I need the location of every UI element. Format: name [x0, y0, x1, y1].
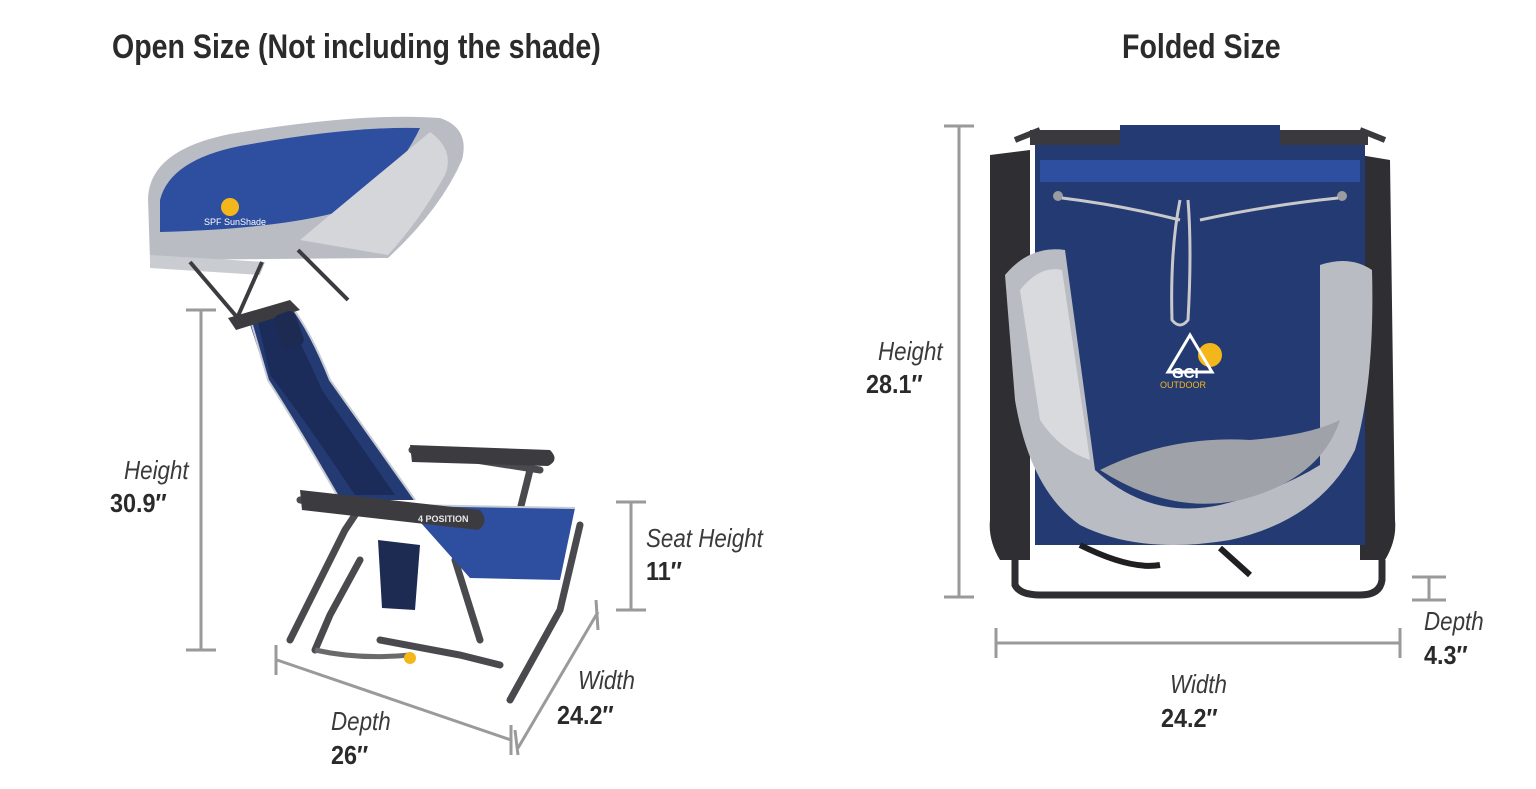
storage-pouch	[378, 540, 420, 610]
brand-top-text: GCI	[1172, 365, 1199, 382]
open-dimension-lines	[186, 308, 646, 756]
open-width-label: Width	[578, 665, 635, 695]
open-width-value: 24.2″	[557, 700, 614, 730]
folded-depth-value: 4.3″	[1424, 640, 1468, 670]
open-height-label: Height	[124, 455, 189, 485]
seat-height-label: Seat Height	[646, 523, 763, 553]
gci-outdoor-logo: GCI OUTDOOR	[1160, 332, 1222, 390]
sun-shade-canopy: SPF SunShade	[148, 116, 464, 318]
strap-buckle-icon	[404, 652, 416, 664]
folded-width-label: Width	[1170, 669, 1227, 699]
open-height-value: 30.9″	[110, 488, 167, 518]
shade-logo-text: SPF SunShade	[204, 217, 266, 227]
folded-width-value: 24.2″	[1161, 703, 1218, 733]
folded-depth-label: Depth	[1424, 606, 1484, 636]
folded-height-label: Height	[878, 336, 943, 366]
left-armrest	[300, 490, 485, 530]
open-size-title: Open Size (Not including the shade)	[112, 28, 601, 66]
chair-backrest	[228, 300, 416, 501]
armrest-text: 4 POSITION	[418, 514, 469, 524]
seat-height-value: 11″	[646, 556, 682, 586]
folded-dimension-lines	[944, 124, 1446, 658]
logo-mountain-icon	[1165, 332, 1215, 374]
open-depth-value: 26″	[331, 740, 369, 770]
sun-logo-icon	[221, 198, 239, 216]
folded-height-value: 28.1″	[866, 369, 923, 399]
backpack-strap	[314, 647, 411, 660]
folded-size-title: Folded Size	[1122, 28, 1281, 66]
brand-bottom-text: OUTDOOR	[1160, 380, 1206, 390]
drawstring-cord	[1170, 199, 1192, 327]
right-armrest	[410, 445, 555, 466]
open-depth-label: Depth	[331, 706, 391, 736]
open-chair-image: SPF SunShade 4 POSITION	[148, 116, 584, 704]
folded-chair-image: GCI OUTDOOR	[989, 125, 1396, 599]
